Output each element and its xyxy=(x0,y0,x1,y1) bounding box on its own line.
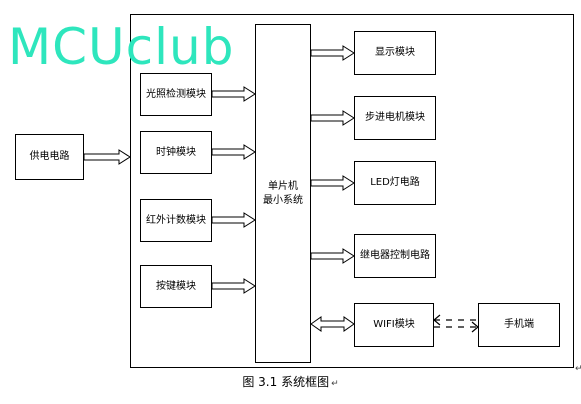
arrow-light-to-mcu xyxy=(211,86,256,102)
phone-label: 手机端 xyxy=(504,319,534,331)
keys-label: 按键模块 xyxy=(156,280,196,292)
led-circuit-label: LED灯电路 xyxy=(370,177,420,189)
corner-return-mark: ↵ xyxy=(575,364,581,374)
arrow-infrared-to-mcu xyxy=(211,212,256,228)
power-supply-label: 供电电路 xyxy=(29,151,70,163)
mcu-label-line1: 单片机 xyxy=(268,181,298,192)
figure-caption: 图 3.1 系统框图↵ xyxy=(0,373,581,390)
power-supply-box: 供电电路 xyxy=(15,134,84,180)
figure-caption-text: 图 3.1 系统框图 xyxy=(242,375,330,389)
stepper-motor-label: 步进电机模块 xyxy=(365,112,425,124)
clock-label: 时钟模块 xyxy=(156,146,196,158)
display-label: 显示模块 xyxy=(375,47,415,59)
light-sensor-box: 光照检测模块 xyxy=(140,73,212,116)
arrow-mcu-to-relay xyxy=(310,248,355,264)
led-circuit-box: LED灯电路 xyxy=(354,161,436,205)
phone-box: 手机端 xyxy=(478,303,560,347)
relay-control-box: 继电器控制电路 xyxy=(354,234,436,278)
caption-return-mark: ↵ xyxy=(331,379,339,389)
mcu-label-line2: 最小系统 xyxy=(263,194,303,206)
wifi-module-label: WIFI模块 xyxy=(373,319,415,331)
keys-box: 按键模块 xyxy=(140,265,212,308)
arrow-mcu-wifi-bidirectional xyxy=(310,316,355,332)
infrared-counter-label: 红外计数模块 xyxy=(146,214,206,226)
light-sensor-label: 光照检测模块 xyxy=(146,88,206,100)
arrow-mcu-to-stepper xyxy=(310,110,355,126)
mcuclub-watermark: MCUclub xyxy=(8,18,235,76)
relay-control-label: 继电器控制电路 xyxy=(360,250,430,262)
display-box: 显示模块 xyxy=(354,31,436,75)
infrared-counter-box: 红外计数模块 xyxy=(140,199,212,242)
arrow-mcu-to-led xyxy=(310,175,355,191)
arrow-clock-to-mcu xyxy=(211,144,256,160)
system-boundary xyxy=(130,14,574,368)
mcu-box: 单片机 最小系统 xyxy=(255,24,311,363)
arrow-keys-to-mcu xyxy=(211,278,256,294)
wifi-module-box: WIFI模块 xyxy=(354,303,434,347)
clock-box: 时钟模块 xyxy=(140,131,212,174)
stepper-motor-box: 步进电机模块 xyxy=(354,96,436,140)
arrow-power-to-frame xyxy=(83,149,131,165)
wireless-arrowhead-left xyxy=(433,314,441,326)
arrow-mcu-to-display xyxy=(310,45,355,61)
